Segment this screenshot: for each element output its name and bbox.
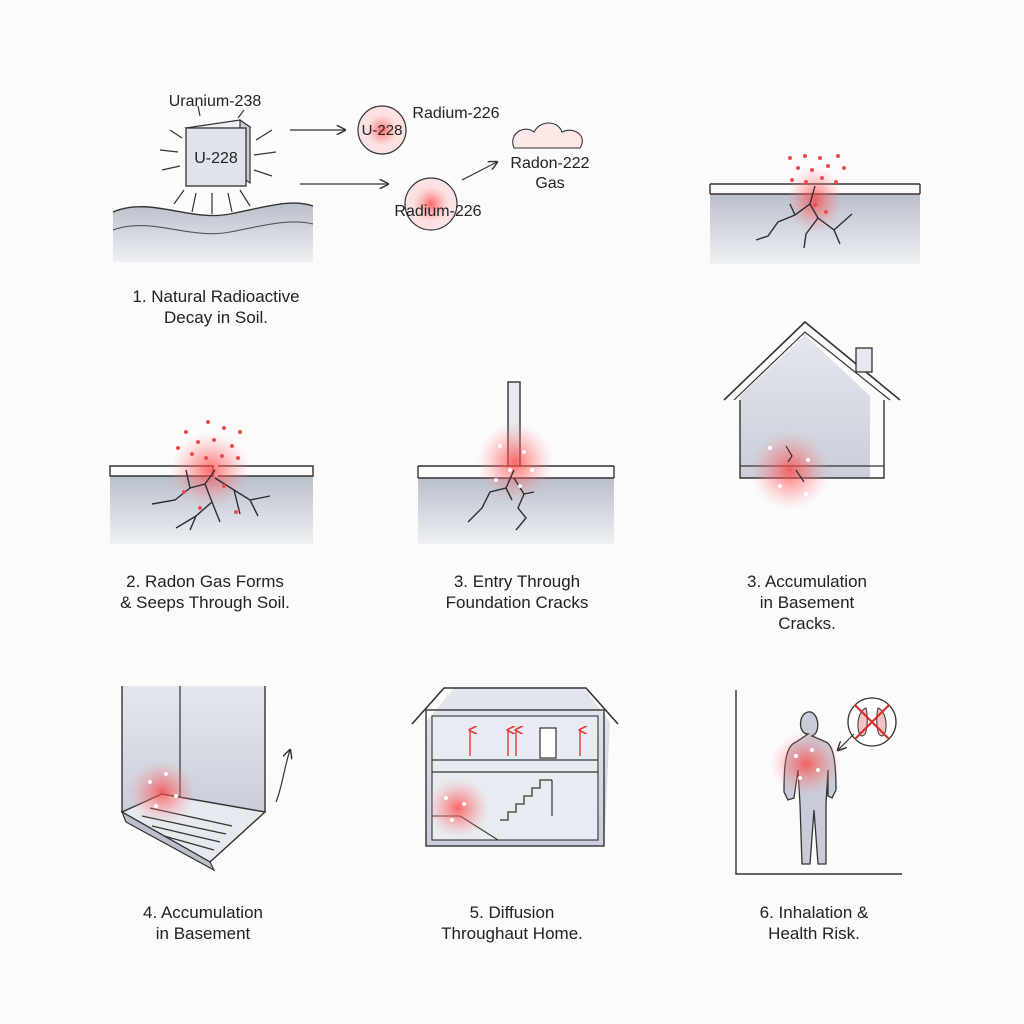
caption-line: Foundation Cracks (445, 593, 589, 612)
uranium-block (185, 127, 247, 187)
radium-top-text: U-228 (362, 122, 403, 139)
caption-decay: 1. Natural Radioactive Decay in Soil. (111, 286, 321, 328)
uranium-label: Uranium-238 (169, 93, 262, 110)
caption-line: 3. Entry Through (453, 572, 581, 591)
caption-seep: 2. Radon Gas Forms & Seeps Through Soil. (100, 571, 310, 613)
caption-diffusion: 5. Diffusion Throughaut Home. (407, 902, 617, 944)
caption-line: 2. Radon Gas Forms (126, 572, 284, 591)
caption-line: 1. Natural Radioactive (132, 287, 300, 306)
radon-cloud-label: Radon-222 (510, 155, 589, 172)
ground-crack-scene (709, 154, 921, 264)
caption-entry: 3. Entry Through Foundation Cracks (412, 571, 622, 613)
staircase (500, 779, 552, 821)
caption-line: Throughaut Home. (441, 924, 583, 943)
radium-bottom-label: Radium-226 (394, 203, 481, 220)
foundation-scene (417, 381, 615, 544)
caption-line: & Seeps Through Soil. (120, 593, 290, 612)
caption-line: in Basement (155, 924, 251, 943)
caption-line: 4. Accumulation (142, 903, 263, 922)
caption-accumulation-cracks: 3. Accumulation in Basement Cracks. (707, 571, 907, 634)
caption-line: 6. Inhalation & (759, 903, 869, 922)
caption-line: in Basement (759, 593, 855, 612)
caption-line: 3. Accumulation (746, 572, 867, 591)
inhalation-scene (735, 690, 902, 875)
radon-cloud (512, 122, 583, 149)
caption-line: 5. Diffusion (469, 903, 555, 922)
caption-line: Health Risk. (768, 924, 860, 943)
radon-cloud-label-2: Gas (535, 175, 564, 192)
radium-top-label: Radium-226 (412, 105, 499, 122)
basement-scene (120, 686, 290, 872)
soil-layer (113, 203, 313, 262)
caption-inhalation: 6. Inhalation & Health Risk. (709, 902, 919, 944)
house-scene (723, 320, 901, 510)
decay-scene: Uranium-238 U-228 U-228 Radium-226 (112, 93, 590, 262)
chimney (855, 347, 873, 373)
caption-accumulation-basement: 4. Accumulation in Basement (98, 902, 308, 944)
caption-line: Cracks. (778, 614, 836, 633)
caption-line: Decay in Soil. (164, 308, 268, 327)
door (539, 727, 557, 759)
seep-scene (109, 420, 314, 544)
uranium-block-text: U-228 (194, 150, 238, 167)
radon-particles (788, 154, 846, 214)
radiation-rays (159, 105, 277, 214)
diffusion-scene (411, 687, 619, 847)
